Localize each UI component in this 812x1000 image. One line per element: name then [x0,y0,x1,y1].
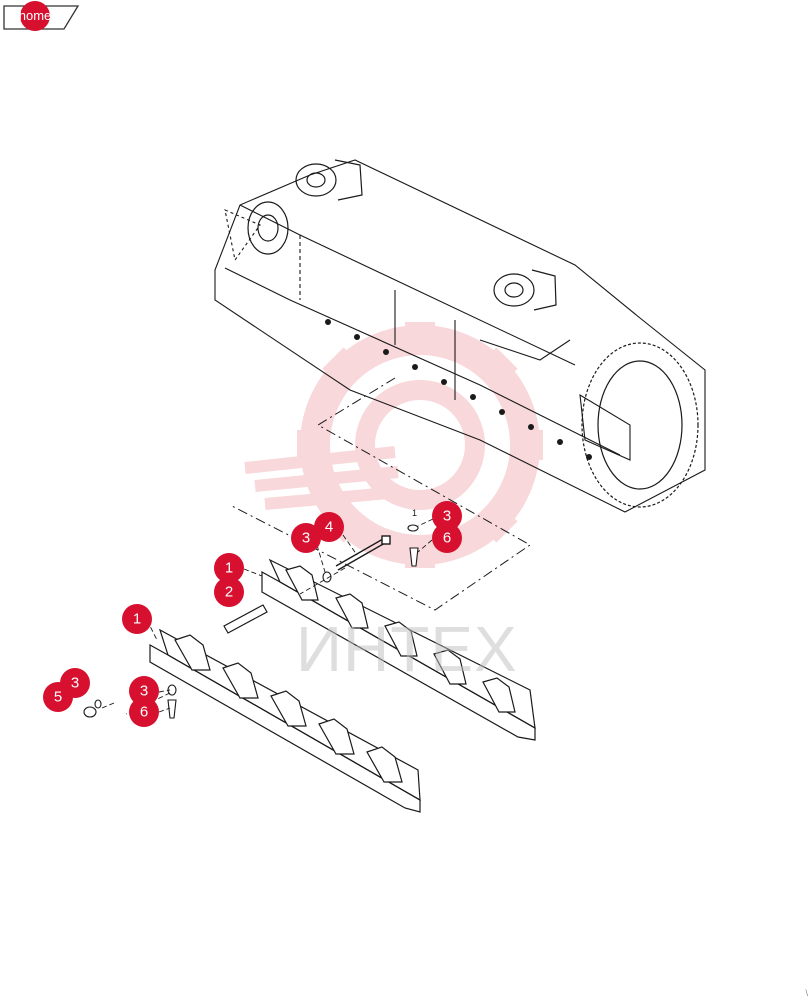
callout-3-lower[interactable]: 3 [129,676,159,706]
callout-label: 6 [140,704,148,721]
callout-6-upper[interactable]: 6 [432,523,462,553]
small-ref-label: 1 [412,508,417,518]
callout-6-lower[interactable]: 6 [129,697,159,727]
gear-logo-icon [244,322,543,568]
callout-2[interactable]: 2 [214,577,244,607]
assembly-guide-lines [229,377,531,611]
long-bolt [335,535,391,571]
callout-label: 3 [443,508,451,525]
callout-1-lower[interactable]: 1 [122,604,152,634]
callout-label: 2 [225,584,233,601]
callout-label: 1 [225,560,233,577]
hardware-items [83,524,419,719]
callout-5[interactable]: 5 [43,682,73,712]
callout-label: 5 [54,689,62,706]
callout-label: 3 [302,530,310,547]
callout-3-upper-right[interactable]: 3 [432,501,462,531]
callout-label: 3 [140,683,148,700]
callout-3-upper-left[interactable]: 3 [291,523,321,553]
callout-label: 6 [443,530,451,547]
callout-label: 4 [325,519,333,536]
carrier-rollers [295,159,557,311]
home-label: home [18,8,52,23]
frame-bolts [325,319,592,460]
callout-1-upper[interactable]: 1 [214,553,244,583]
corner-mark: \ [805,988,808,998]
home-button[interactable]: home [0,0,82,34]
callout-label: 1 [133,611,141,628]
spacer-tube [223,604,268,634]
upper-rail-guard [261,558,536,741]
callout-4[interactable]: 4 [314,512,344,542]
lower-rail-guard [149,628,421,813]
home-tab-icon [3,1,80,31]
callout-label: 3 [71,675,79,692]
idler-wheel [247,201,699,508]
